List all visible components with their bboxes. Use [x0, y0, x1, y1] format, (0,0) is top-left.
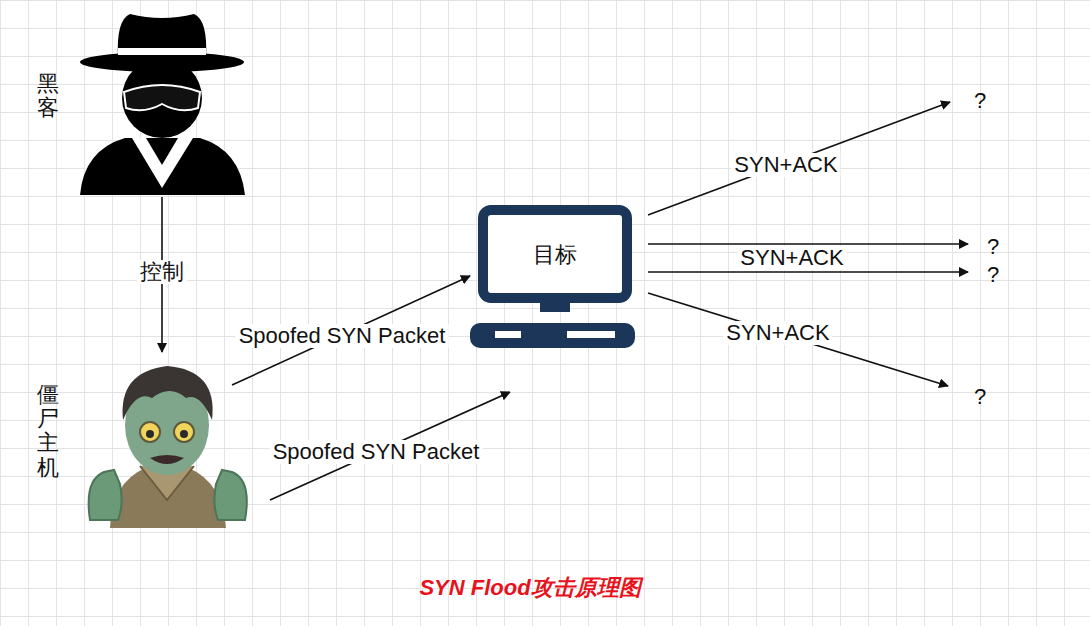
node-label: ? [974, 88, 986, 114]
edge-label: SYN+ACK [731, 153, 840, 177]
edge-label: 控制 [137, 260, 187, 284]
unknown-host: ? [970, 384, 990, 410]
arrow-connector [648, 293, 948, 386]
edge-label: Spoofed SYN Packet [236, 324, 449, 348]
hacker-node: 黑客 [80, 10, 245, 195]
zombie-figure [89, 366, 247, 528]
node-label: 目标 [533, 240, 577, 270]
unknown-host: ? [983, 262, 1003, 288]
node-label: ? [987, 234, 999, 260]
caption: SYN Flood攻击原理图 [419, 573, 640, 603]
node-label: ? [987, 262, 999, 288]
arrow-connector [648, 102, 950, 215]
arrow-connector [270, 392, 510, 500]
zombie-host-node: 僵尸主机 [85, 358, 250, 528]
arrow-connector [232, 276, 470, 385]
arrow-connector [648, 243, 968, 245]
edge-label: SYN+ACK [737, 246, 846, 270]
edge-label: SYN+ACK [723, 321, 832, 345]
computer-icon [470, 210, 635, 348]
target-node: 目标 [478, 205, 632, 305]
unknown-host: ? [970, 88, 990, 114]
unknown-host: ? [983, 234, 1003, 260]
edge-label: Spoofed SYN Packet [270, 440, 483, 464]
node-label: ? [974, 384, 986, 410]
vertical-label: 黑客 [37, 72, 59, 120]
vertical-label: 僵尸主机 [37, 383, 59, 480]
arrow-connector [648, 271, 968, 273]
hacker-figure [80, 14, 245, 195]
